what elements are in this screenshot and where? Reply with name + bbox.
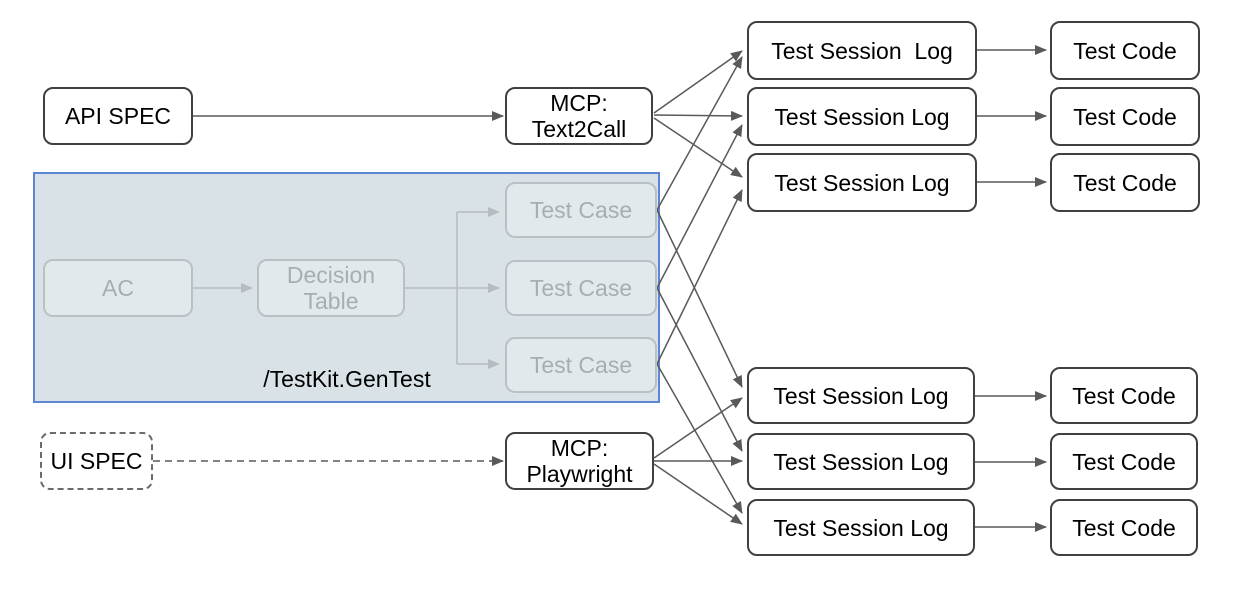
arrow-testcase3-to-log3 <box>656 189 743 365</box>
test-case-node-3: Test Case <box>505 337 657 393</box>
test-session-log-node-3: Test Session Log <box>747 153 977 212</box>
ac-label: AC <box>102 275 134 301</box>
test-code-label: Test Code <box>1073 103 1177 130</box>
test-session-log-node-2: Test Session Log <box>747 87 977 146</box>
test-session-log-label: Test Session Log <box>774 169 950 196</box>
test-session-log-label: Test Session Log <box>773 382 949 409</box>
test-case-node-2: Test Case <box>505 260 657 316</box>
arrow-playwright-to-log6 <box>653 463 743 525</box>
decision-table-line1: Decision <box>286 262 376 288</box>
test-case-label: Test Case <box>529 275 633 301</box>
test-code-label: Test Code <box>1073 37 1177 64</box>
arrow-testcase2-to-log5 <box>656 287 743 452</box>
arrow-testcase1-to-log4 <box>656 209 743 388</box>
decision-table-node: Decision Table <box>257 259 405 317</box>
testkit-gentest-group-region <box>33 172 660 403</box>
api-spec-node: API SPEC <box>43 87 193 145</box>
mcp-playwright-line2: Playwright <box>526 461 633 487</box>
ac-node: AC <box>43 259 193 317</box>
arrow-testcase3-to-log6 <box>656 363 743 514</box>
decision-table-line2: Table <box>303 288 359 314</box>
test-case-node-1: Test Case <box>505 182 657 238</box>
test-code-node-1: Test Code <box>1050 21 1200 80</box>
test-session-log-node-4: Test Session Log <box>747 367 975 424</box>
test-code-label: Test Code <box>1073 169 1177 196</box>
mcp-playwright-line1: MCP: <box>550 435 609 461</box>
mcp-text2call-line1: MCP: <box>550 90 608 116</box>
arrow-playwright-to-log4 <box>653 397 743 459</box>
test-code-label: Test Code <box>1072 448 1176 475</box>
arrow-testcase1-to-log1 <box>656 56 743 211</box>
mcp-text2call-node: MCP: Text2Call <box>505 87 653 145</box>
arrow-text2call-to-log2 <box>653 110 743 121</box>
test-session-log-node-1: Test Session Log <box>747 21 977 80</box>
test-code-label: Test Code <box>1072 514 1176 541</box>
test-session-log-node-6: Test Session Log <box>747 499 975 556</box>
arrow-testcase2-to-log2 <box>656 124 743 289</box>
test-session-log-label: Test Session Log <box>771 37 953 64</box>
test-code-node-3: Test Code <box>1050 153 1200 212</box>
ui-spec-node: UI SPEC <box>40 432 153 490</box>
test-code-label: Test Code <box>1072 382 1176 409</box>
mcp-playwright-node: MCP: Playwright <box>505 432 654 490</box>
test-case-label: Test Case <box>529 352 633 378</box>
arrow-text2call-to-log3 <box>653 117 743 178</box>
test-session-log-label: Test Session Log <box>773 448 949 475</box>
test-code-node-5: Test Code <box>1050 433 1198 490</box>
api-spec-label: API SPEC <box>64 103 172 129</box>
test-code-node-2: Test Code <box>1050 87 1200 146</box>
test-case-label: Test Case <box>529 197 633 223</box>
test-session-log-node-5: Test Session Log <box>747 433 975 490</box>
test-code-node-4: Test Code <box>1050 367 1198 424</box>
ui-spec-label: UI SPEC <box>50 448 143 474</box>
testkit-gentest-label: /TestKit.GenTest <box>263 366 431 392</box>
test-session-log-label: Test Session Log <box>773 514 949 541</box>
test-code-node-6: Test Code <box>1050 499 1198 556</box>
mcp-text2call-line2: Text2Call <box>531 116 627 142</box>
test-session-log-label: Test Session Log <box>774 103 950 130</box>
arrow-text2call-to-log1 <box>653 50 743 114</box>
